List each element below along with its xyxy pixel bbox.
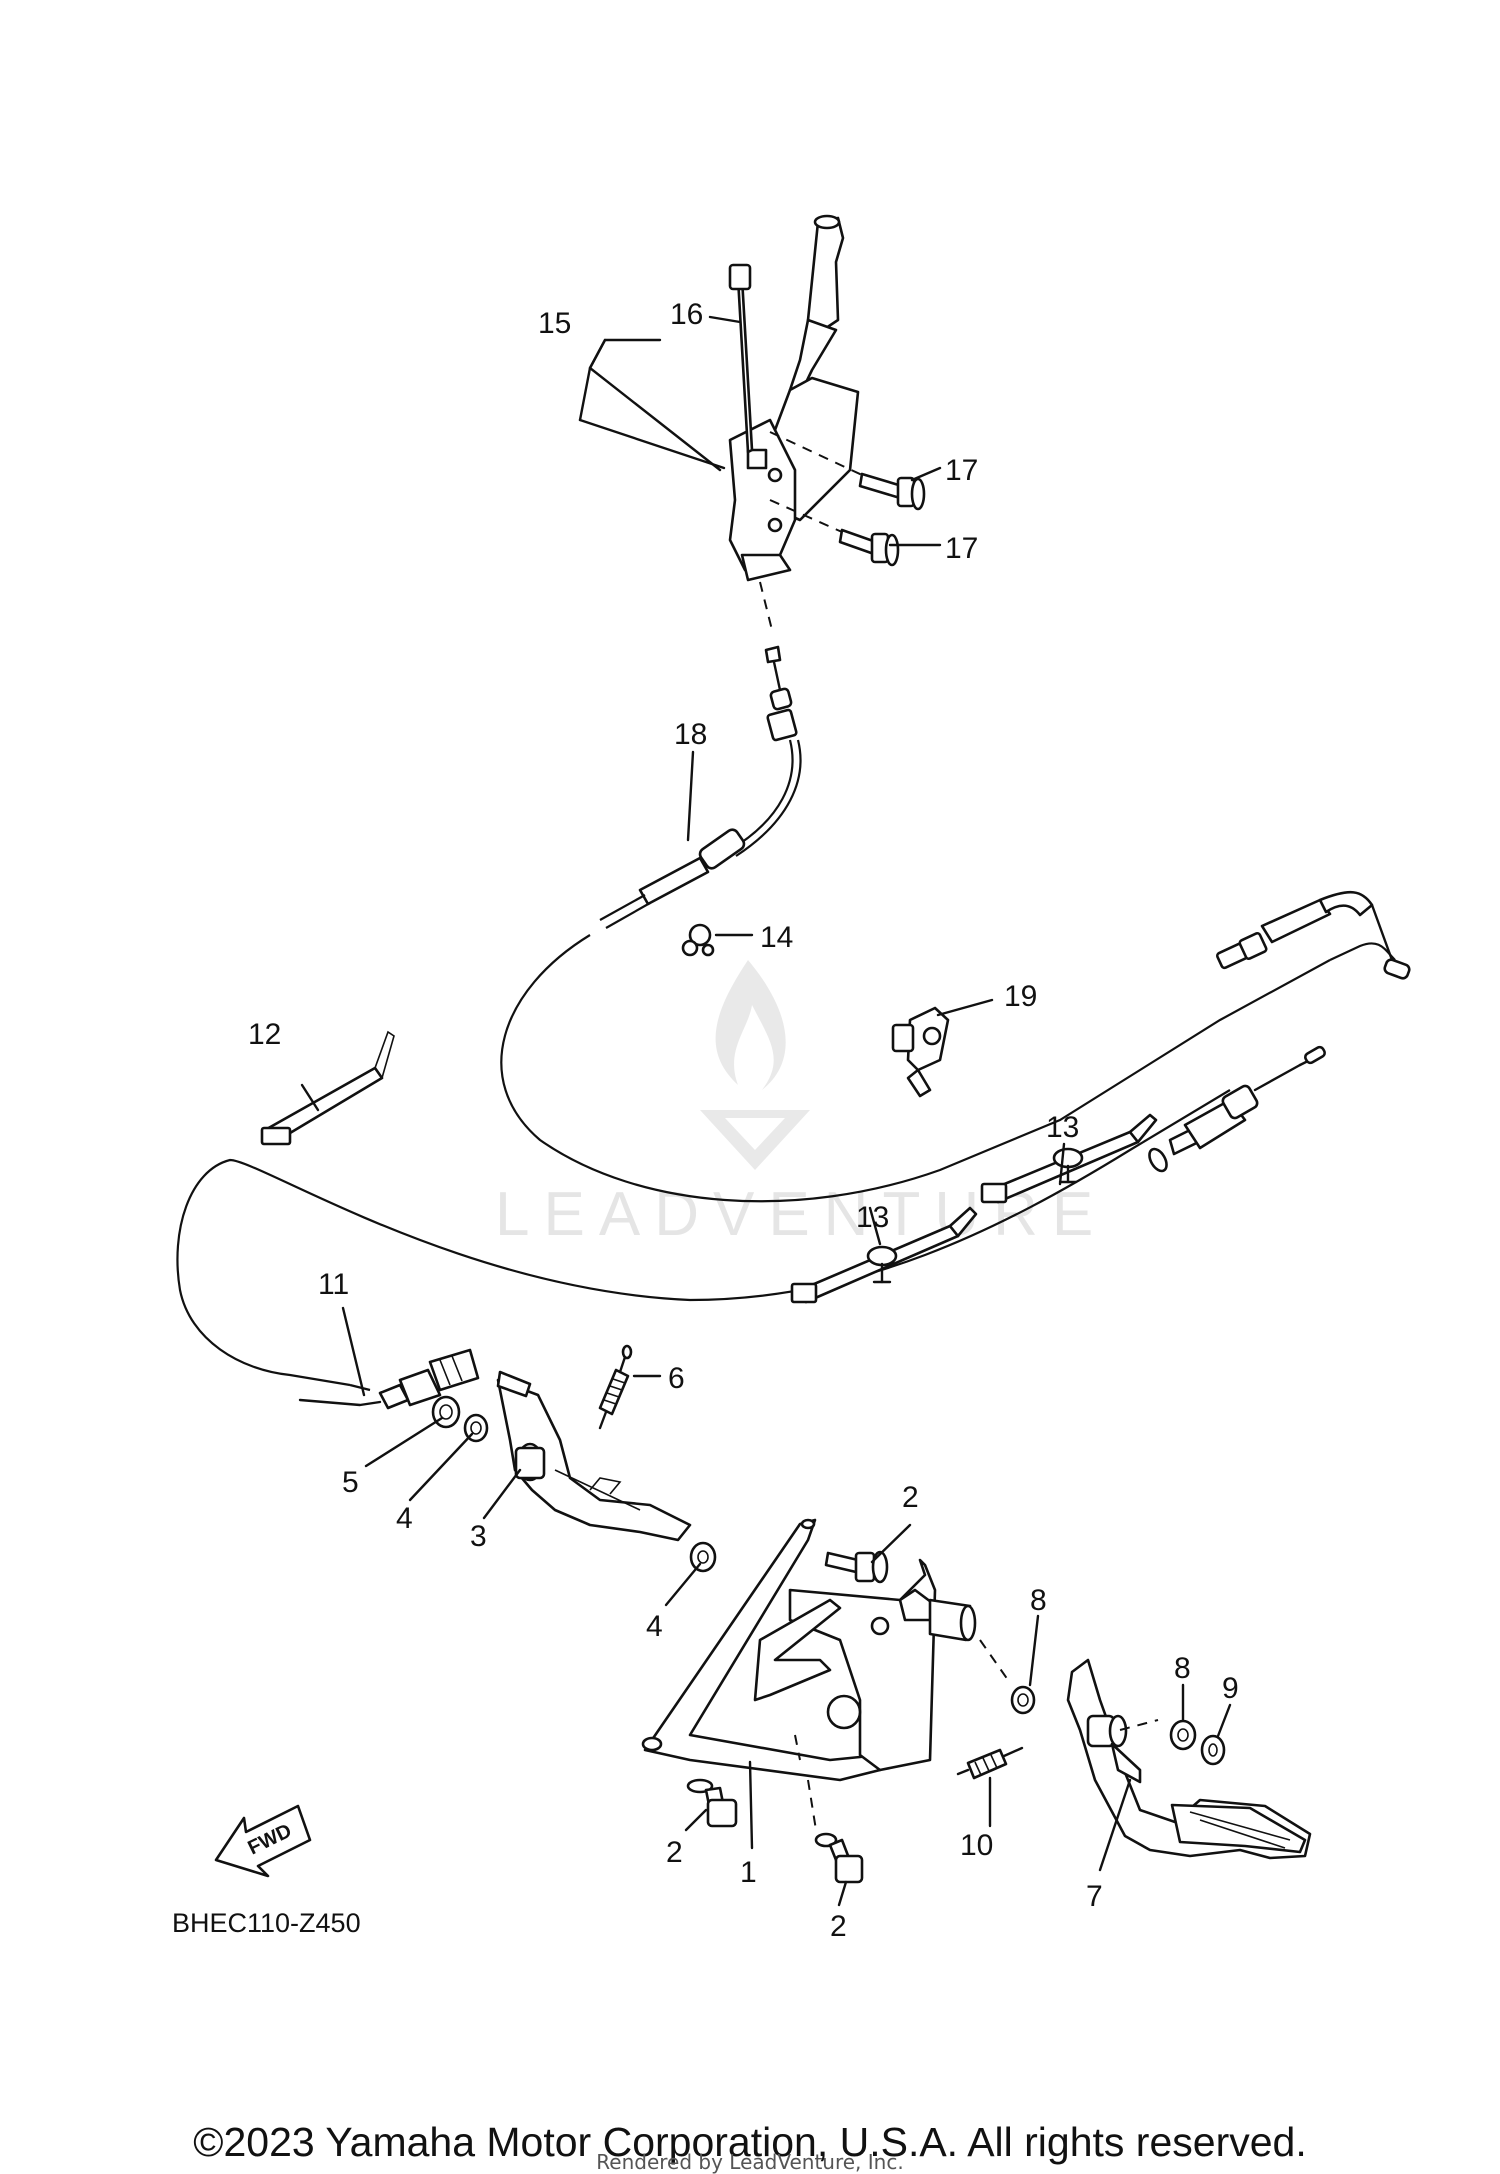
callout-12: 12	[248, 1018, 281, 1051]
washer-4-right	[689, 1541, 717, 1573]
callout-13-upper: 13	[1046, 1111, 1079, 1144]
callout-11: 11	[318, 1268, 349, 1301]
brake-cable-18	[599, 581, 802, 929]
callout-2-lower-right: 2	[830, 1910, 847, 1943]
callout-4-left: 4	[396, 1502, 413, 1535]
washer-8-left	[1010, 1685, 1036, 1715]
spring-6	[598, 1344, 633, 1430]
callout-19: 19	[1004, 980, 1037, 1013]
bolt-17-lower	[838, 528, 900, 567]
callout-2-lower-left: 2	[666, 1836, 683, 1869]
bolt-2-top	[824, 1550, 889, 1584]
bolt-17-upper	[858, 472, 926, 511]
hand-brake-lever-assembly	[728, 214, 860, 582]
callout-8-left: 8	[1030, 1584, 1047, 1617]
fwd-arrow: FWD	[214, 1804, 312, 1878]
bracket-1	[641, 1518, 977, 1782]
clip-9	[1200, 1734, 1226, 1766]
callout-17-upper: 17	[945, 454, 978, 487]
lever-3	[496, 1370, 692, 1542]
brake-cable-11	[176, 1045, 1326, 1410]
callout-17-lower: 17	[945, 532, 978, 565]
callout-7: 7	[1086, 1880, 1103, 1913]
spring-10	[956, 1746, 1024, 1780]
callout-16: 16	[670, 298, 703, 331]
rendered-by-credit: Rendered by LeadVenture, Inc.	[596, 2150, 904, 2174]
callout-4-right: 4	[646, 1610, 663, 1643]
callouts: 15 16 17 17 18 14 19 12 13 13 11 6 5 4 3…	[248, 298, 1239, 1943]
brake-pedal-7	[1066, 1658, 1312, 1860]
callout-9: 9	[1222, 1672, 1239, 1705]
copyright-notice: ©2023 Yamaha Motor Corporation, U.S.A. A…	[193, 2119, 1307, 2165]
callout-18: 18	[674, 718, 707, 751]
cable-tie-13-upper	[980, 1113, 1158, 1204]
leader-lines	[300, 315, 1232, 1907]
brake-cable-loop	[500, 891, 1411, 1203]
bolt-2-lower-left	[686, 1778, 738, 1828]
cable-tie-12	[260, 1030, 395, 1146]
callout-10: 10	[960, 1829, 993, 1862]
callout-14: 14	[760, 921, 793, 954]
callout-6: 6	[668, 1362, 685, 1395]
clip-14	[681, 923, 715, 957]
cable-tie-13-lower	[790, 1206, 978, 1304]
callout-8-right: 8	[1174, 1652, 1191, 1685]
callout-1: 1	[740, 1856, 757, 1889]
callout-3: 3	[470, 1520, 487, 1553]
bolt-2-lower-right	[814, 1832, 864, 1884]
callout-15: 15	[538, 307, 571, 340]
callout-2-top: 2	[902, 1481, 919, 1514]
washer-8-right	[1169, 1719, 1197, 1751]
holder-19	[891, 1006, 950, 1098]
diagram-code: BHEC110-Z450	[172, 1908, 361, 1938]
callout-13-lower: 13	[856, 1201, 889, 1234]
callout-5: 5	[342, 1466, 359, 1499]
